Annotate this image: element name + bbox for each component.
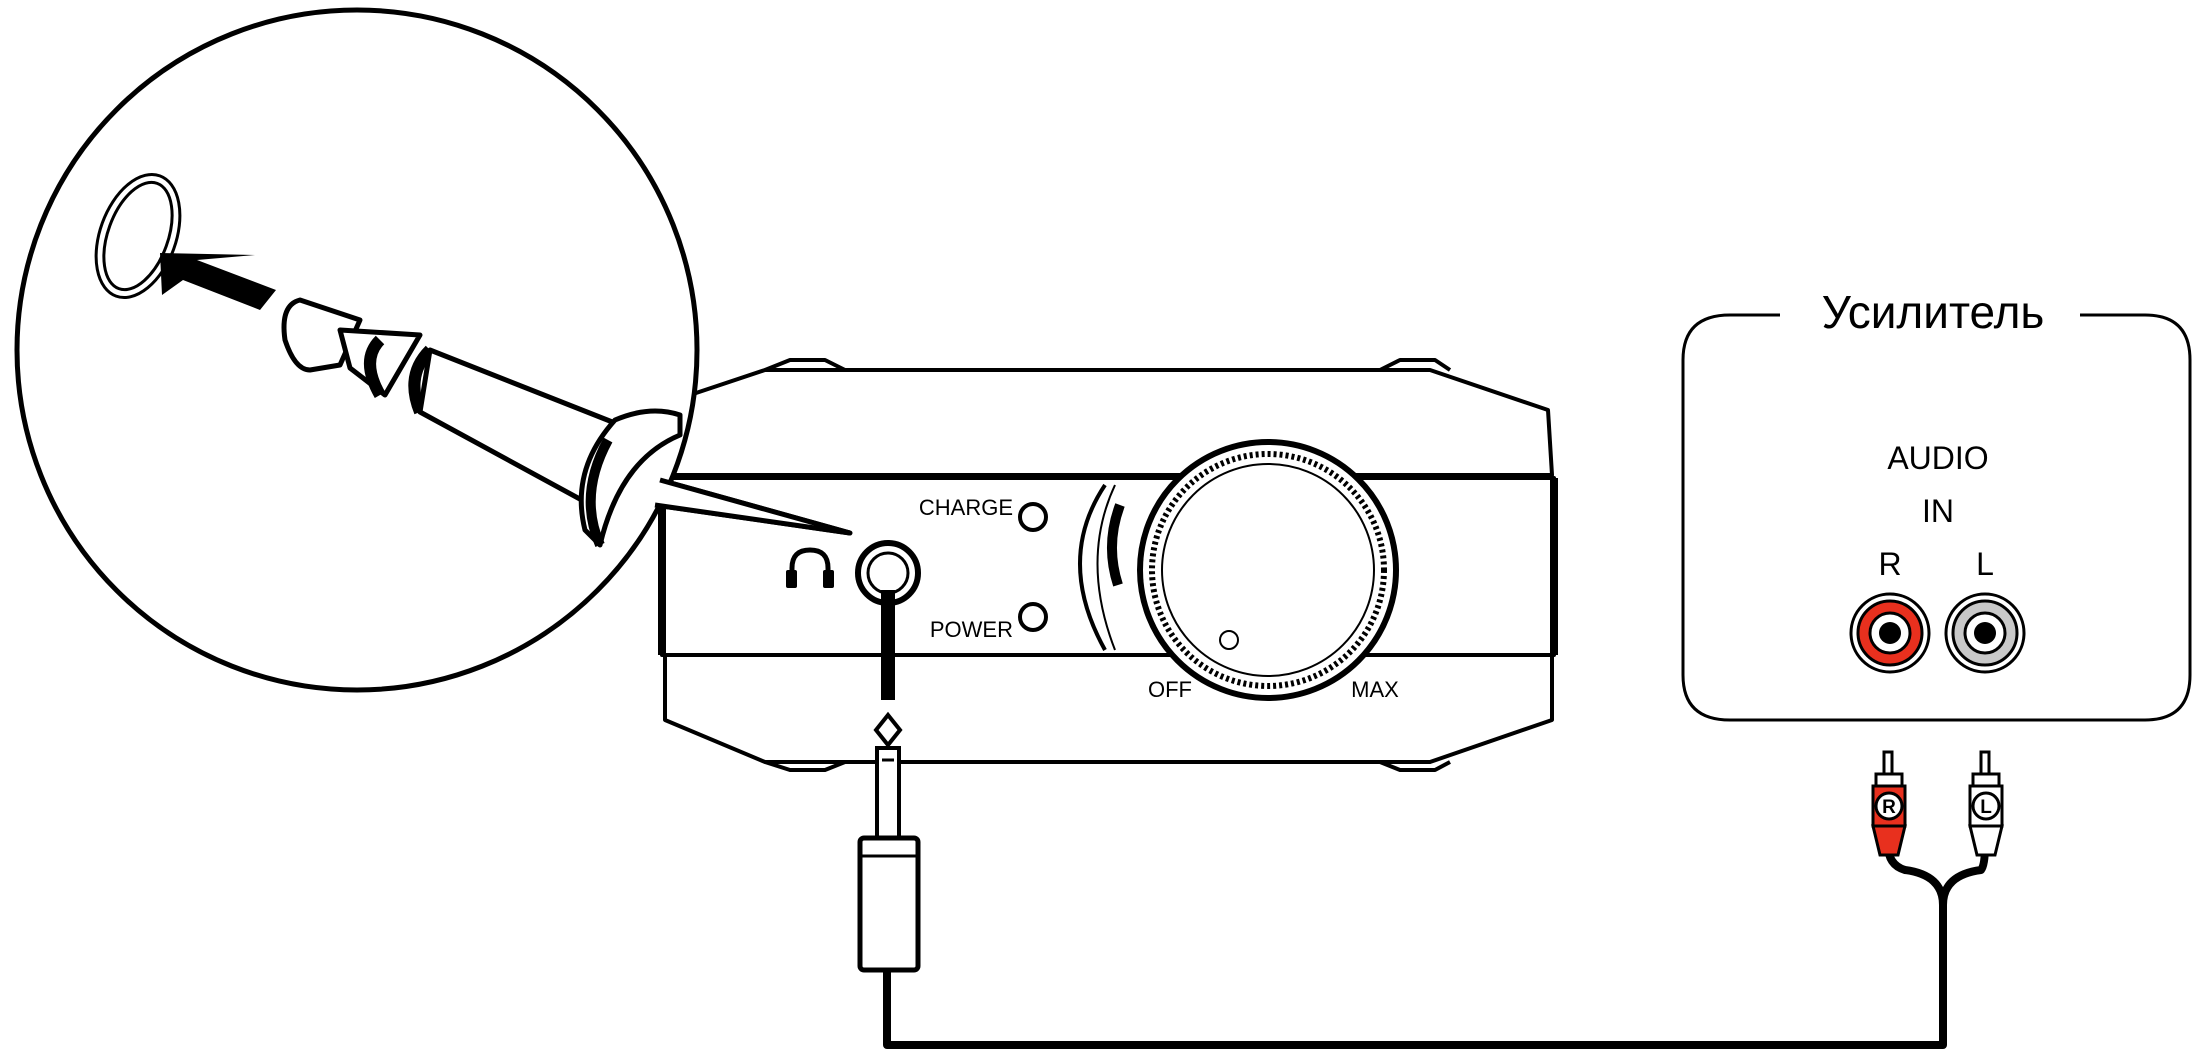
channel-r-label: R: [1878, 546, 1901, 582]
volume-knob: [1137, 439, 1399, 701]
rca-jack-left: [1944, 592, 2026, 674]
channel-l-label: L: [1976, 546, 1994, 582]
power-label: POWER: [930, 617, 1013, 642]
amplifier-panel: [1681, 313, 2192, 722]
knob-position-dot: [1219, 630, 1239, 650]
power-indicator: [1018, 602, 1048, 632]
audio-in-label-line2: IN: [1922, 493, 1954, 529]
amplifier-title: Усилитель: [1822, 286, 2045, 338]
charge-indicator: [1018, 502, 1048, 532]
charge-label: CHARGE: [919, 495, 1013, 520]
headphone-plug-zoom: [281, 297, 683, 548]
headphone-plug: [857, 590, 921, 973]
rca-jack-right: [1849, 592, 1931, 674]
signal-cable: [883, 844, 1989, 1049]
insert-arrow-icon: [160, 253, 276, 310]
volume-max-label: MAX: [1351, 677, 1399, 702]
rca-plug-right-mark: R: [1882, 797, 1896, 818]
jack-opening-zoom: [94, 172, 182, 300]
audio-in-label-line1: AUDIO: [1887, 440, 1988, 476]
rca-plug-left: [1968, 750, 2004, 857]
volume-off-label: OFF: [1148, 677, 1192, 702]
headphone-icon: [786, 547, 834, 588]
rca-plug-right: [1871, 750, 1907, 857]
rca-plug-left-mark: L: [1980, 797, 1992, 818]
